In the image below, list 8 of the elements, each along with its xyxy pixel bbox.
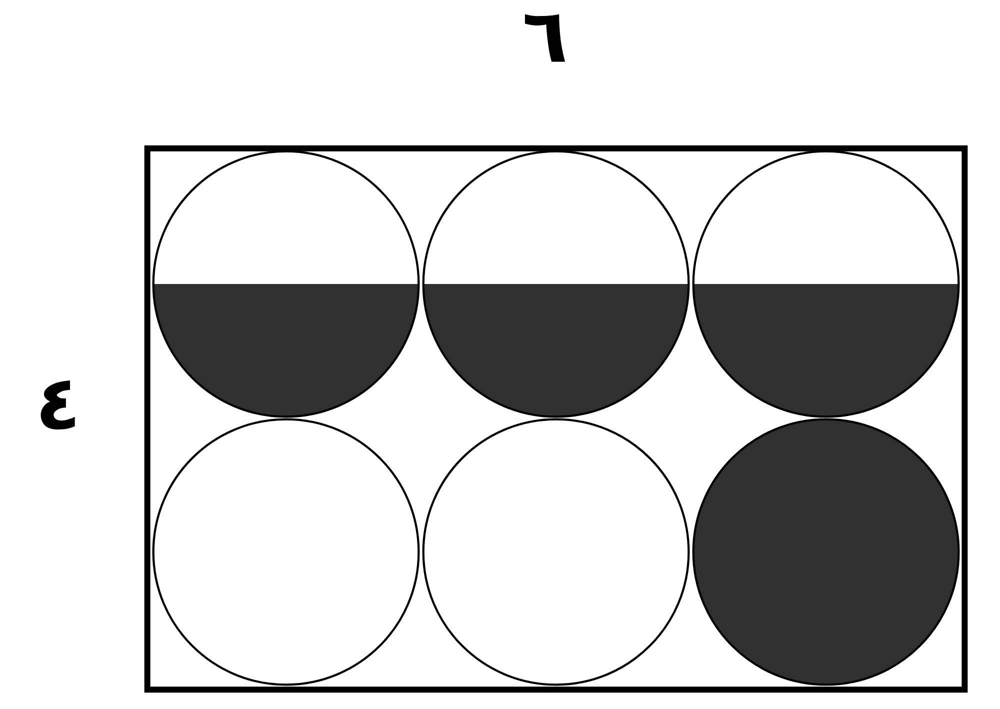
dimension-label: ٦ bbox=[524, 14, 566, 62]
half-shaded-circle bbox=[692, 150, 960, 418]
half-shaded-circle bbox=[422, 150, 690, 418]
empty-circle bbox=[422, 418, 690, 686]
rectangle-frame bbox=[144, 145, 968, 693]
dimension-label: ٤ bbox=[40, 380, 75, 430]
half-shaded-circle bbox=[152, 150, 420, 418]
empty-circle bbox=[152, 418, 420, 686]
